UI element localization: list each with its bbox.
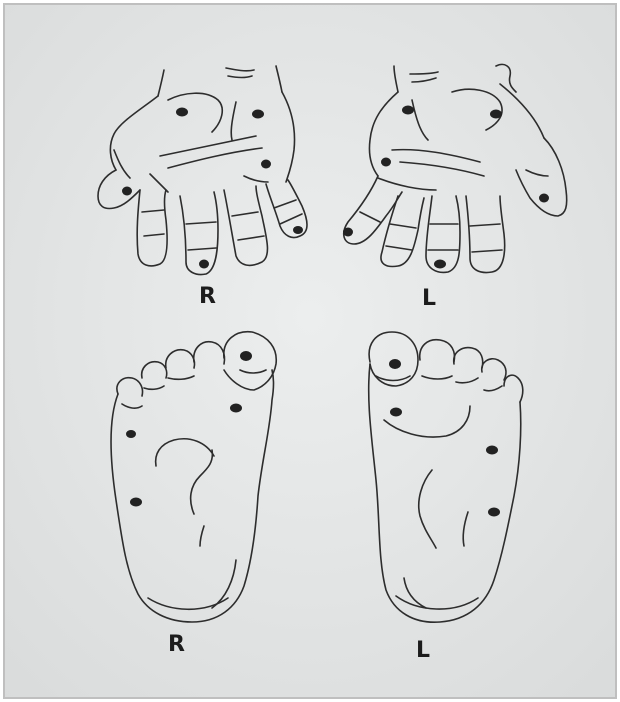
right-hand-point bbox=[199, 260, 209, 269]
left-foot-point bbox=[488, 508, 500, 517]
foot-left-label: L bbox=[416, 640, 430, 662]
left-hand-point bbox=[434, 260, 446, 269]
right-hand-point bbox=[261, 160, 271, 169]
hand-right-label: R bbox=[199, 286, 216, 308]
right-foot-point bbox=[240, 351, 252, 361]
right-hand-point bbox=[293, 226, 303, 234]
left-hand-point bbox=[343, 228, 353, 237]
left-hand-point bbox=[381, 158, 391, 167]
left-hand-point bbox=[402, 106, 414, 115]
right-hand-point bbox=[176, 108, 188, 117]
right-foot-point bbox=[230, 404, 242, 413]
left-hand-point bbox=[490, 110, 502, 119]
right-foot-point bbox=[130, 498, 142, 507]
foot-right-label: R bbox=[168, 634, 185, 656]
left-foot-point bbox=[389, 359, 401, 369]
left-foot-point bbox=[390, 408, 402, 417]
right-hand-point bbox=[122, 187, 132, 196]
left-foot-point bbox=[486, 446, 498, 455]
photo-frame bbox=[4, 4, 616, 698]
right-foot-point bbox=[126, 430, 136, 438]
left-hand-point bbox=[539, 194, 549, 203]
right-hand-point bbox=[252, 110, 264, 119]
hand-left-label: L bbox=[422, 288, 436, 310]
